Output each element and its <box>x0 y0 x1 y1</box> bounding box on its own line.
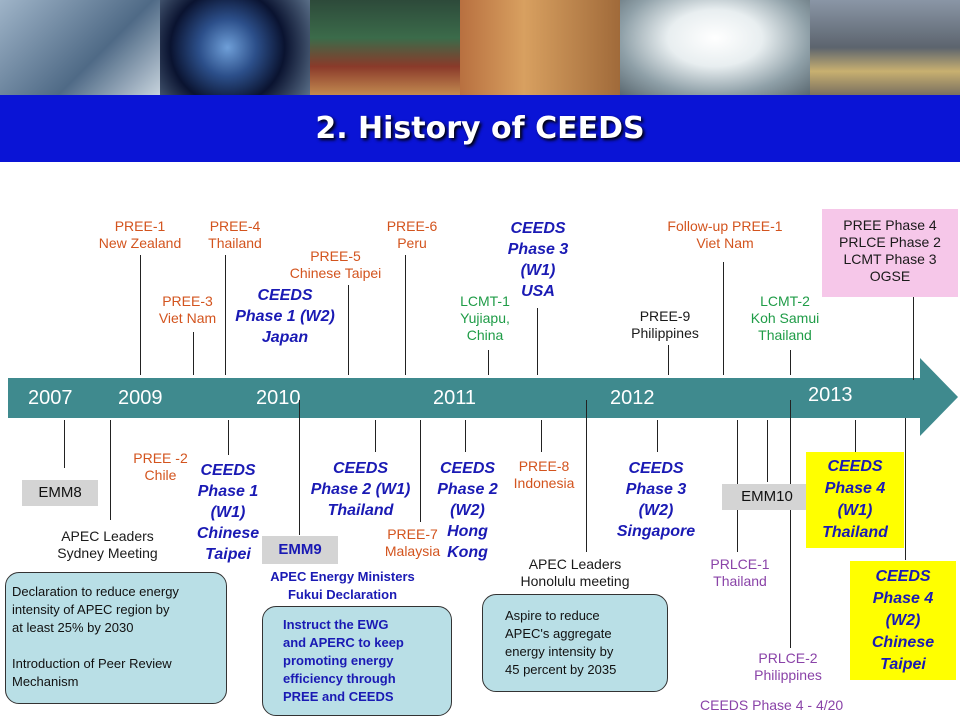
label-pree2: PREE -2 Chile <box>133 450 188 483</box>
label-apec-honolulu: APEC Leaders Honolulu meeting <box>520 556 630 589</box>
label-ceeds-phase3-w2: CEEDS Phase 3 (W2) Singapore <box>616 460 696 540</box>
tick-emm9 <box>299 400 300 535</box>
timeline-arrow <box>8 358 958 436</box>
tick-ceeds1w1 <box>228 420 229 455</box>
page-title: 2. History of CEEDS <box>315 111 645 146</box>
tick-pree4 <box>225 255 226 375</box>
label-lcmt2: LCMT-2 Koh Samui Thailand <box>750 293 820 343</box>
callout-sydney-declaration: Declaration to reduce energy intensity o… <box>5 572 227 704</box>
label-ceeds-phase1-w1: CEEDS Phase 1 (W1) Chinese Taipei <box>196 462 260 563</box>
tick-ceeds4w2 <box>905 418 906 560</box>
label-prlce2: PRLCE-2 Philippines <box>754 650 822 683</box>
tick-ceeds2w2 <box>465 420 466 452</box>
year-2010: 2010 <box>256 387 301 409</box>
label-pree8: PREE-8 Indonesia <box>513 458 575 491</box>
tick-pree7 <box>420 420 421 522</box>
year-2011: 2011 <box>433 387 477 409</box>
label-prlce1: PRLCE-1 Thailand <box>710 556 770 589</box>
emm9-box: EMM9 <box>262 536 338 564</box>
tick-ceeds3w2 <box>657 420 658 452</box>
tick-emm8 <box>64 420 65 468</box>
label-pree3: PREE-3 Viet Nam <box>158 293 217 326</box>
tick-ceeds3w1 <box>537 308 538 375</box>
tick-pree8 <box>541 420 542 452</box>
emm8-box: EMM8 <box>22 480 98 506</box>
label-pree5: PREE-5 Chinese Taipei <box>289 248 382 281</box>
header-photo-earth <box>160 0 310 95</box>
label-pree6: PREE-6 Peru <box>386 218 438 251</box>
label-pree1: PREE-1 New Zealand <box>98 218 182 251</box>
label-ceeds-phase1-w2: CEEDS Phase 1 (W2) Japan <box>235 287 335 346</box>
label-apec-sydney: APEC Leaders Sydney Meeting <box>57 528 158 561</box>
callout-fukui-instruction: Instruct the EWG and APERC to keep promo… <box>262 606 452 716</box>
highlight-ceeds-phase4-w1: CEEDS Phase 4 (W1) Thailand <box>806 452 904 548</box>
tick-apec-sydney <box>110 420 111 520</box>
label-ceeds-phase3-w1: CEEDS Phase 3 (W1) USA <box>507 220 569 300</box>
label-pree9: PREE-9 Philippines <box>631 308 699 341</box>
tick-ceeds4w1 <box>855 420 856 452</box>
tick-ceeds2w1 <box>375 420 376 452</box>
year-2012: 2012 <box>610 387 655 409</box>
tick-pree5 <box>348 285 349 375</box>
emm10-box: EMM10 <box>722 484 812 510</box>
highlight-ceeds-phase4-w2: CEEDS Phase 4 (W2) Chinese Taipei <box>850 561 956 680</box>
callout-honolulu-aspiration: Aspire to reduce APEC's aggregate energy… <box>482 594 668 692</box>
year-2013: 2013 <box>808 384 853 406</box>
header-photo-building-lights <box>310 0 460 95</box>
title-bar <box>0 95 960 162</box>
tick-lcmt2 <box>790 350 791 375</box>
tick-pree6 <box>405 255 406 375</box>
tick-pree9 <box>668 345 669 375</box>
tick-prlce2 <box>790 400 791 648</box>
label-ceeds-phase2-w2: CEEDS Phase 2 (W2) Hong Kong <box>437 460 498 561</box>
year-2009: 2009 <box>118 387 163 409</box>
tick-apec-honolulu <box>586 400 587 552</box>
pink-box-phase4: PREE Phase 4 PRLCE Phase 2 LCMT Phase 3 … <box>822 209 958 297</box>
year-2007: 2007 <box>28 387 73 409</box>
label-pree4: PREE-4 Thailand <box>208 218 262 251</box>
label-ceeds-phase2-w1: CEEDS Phase 2 (W1) Thailand <box>310 460 411 519</box>
tick-pree1 <box>140 255 141 375</box>
tick-lcmt1 <box>488 350 489 375</box>
label-lcmt1: LCMT-1 Yujiapu, China <box>460 293 510 343</box>
label-pree7: PREE-7 Malaysia <box>384 526 441 559</box>
header-photo-building <box>0 0 160 95</box>
header-photo-lamps <box>460 0 620 95</box>
header-photo-traffic <box>810 0 960 95</box>
label-fukui-declaration: APEC Energy Ministers Fukui Declaration <box>270 569 415 602</box>
tick-followup <box>723 262 724 375</box>
label-followup-pree1: Follow-up PREE-1 Viet Nam <box>667 218 783 251</box>
header-photo-bulb <box>620 0 810 95</box>
tick-pree3 <box>193 332 194 375</box>
tick-pinkbox <box>913 295 914 380</box>
footer-page-indicator: CEEDS Phase 4 - 4/20 <box>700 697 844 713</box>
tick-emm10 <box>767 420 768 482</box>
